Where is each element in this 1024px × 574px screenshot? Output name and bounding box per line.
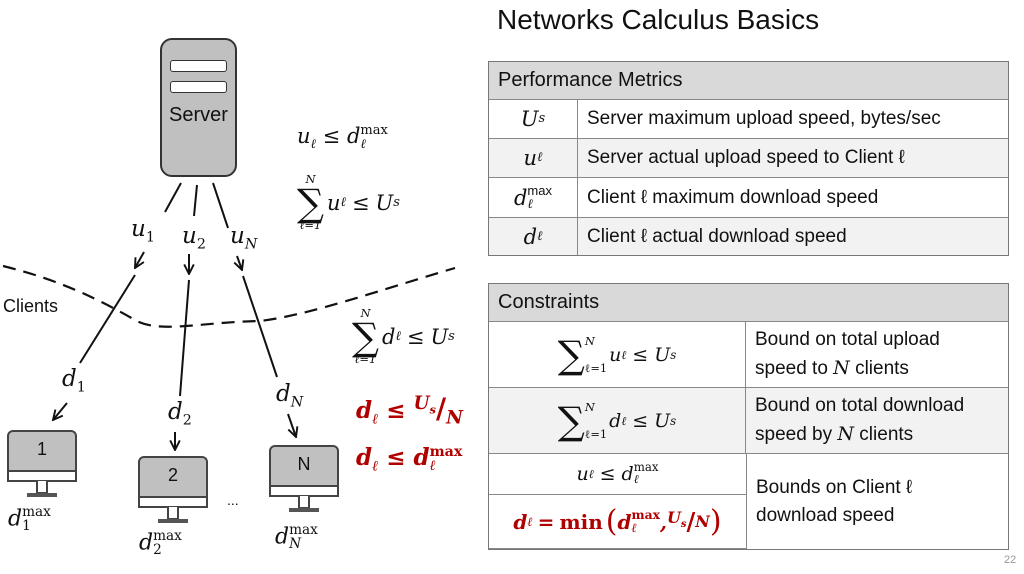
upload-arrow-1 [135,251,145,268]
client-monitor-icon-2: 2 [138,456,208,526]
network-diagram-lines [2,182,456,574]
page-number: 22 [1004,554,1017,566]
download-label-1: d1 [62,366,86,396]
clients-ellipsis: ... [227,492,239,508]
clients-label: Clients [3,296,59,316]
upload-label-2: u2 [182,223,206,253]
metric-description: Client ℓ maximum download speed [587,186,879,208]
upload-link-n-stub [212,182,229,229]
link-1 [79,274,136,364]
download-label-n: dN [276,381,304,411]
upload-arrow-n [237,255,242,270]
server-drive-slot [170,81,227,93]
network-boundary-dashed [2,264,456,328]
client-number-n: N [297,454,311,474]
slide-title: Networks Calculus Basics [497,4,820,35]
upload-link-1-stub [164,182,182,213]
client-number-1: 1 [36,439,47,459]
metric-description: Server maximum upload speed, bytes/sec [587,108,941,129]
metric-description: Server actual upload speed to Client ℓ [587,147,905,168]
upload-label-1: u1 [131,216,155,246]
constraints-header: Constraints [489,284,1008,322]
upload-label-n: uN [230,223,258,253]
server-label: Server [169,104,228,126]
download-arrow-n [287,413,296,437]
link-n [242,275,278,378]
download-arrow-1 [53,402,68,420]
client-number-2: 2 [167,465,178,485]
client-monitor-icon-n: N [269,445,339,515]
upload-link-2-stub [193,184,198,217]
server-drive-slot [170,60,227,72]
link-2 [179,279,190,397]
equation-fair-share: dℓ ≤ Us/N [356,392,463,429]
client-monitor-icon-1: 1 [7,430,77,500]
performance-metrics-header: Performance Metrics [489,62,1008,100]
metric-description: Client ℓ actual download speed [587,225,847,247]
server-icon: Server [160,38,237,177]
download-label-2: d2 [168,399,192,429]
